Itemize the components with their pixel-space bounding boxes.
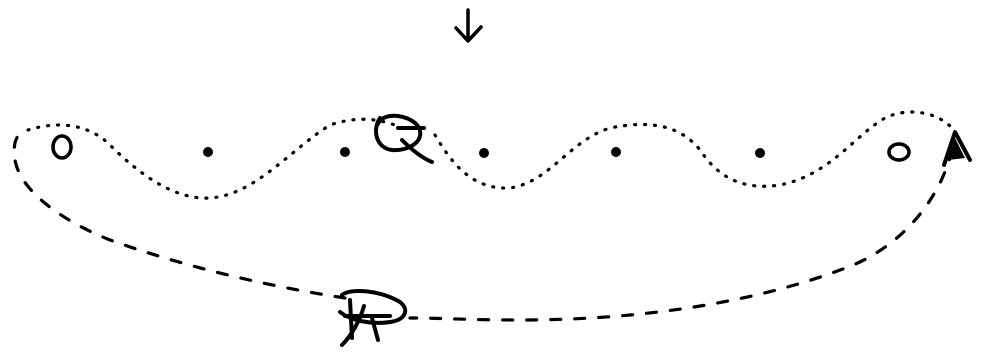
- filled-dot: [755, 148, 765, 158]
- filled-dot: [611, 147, 621, 157]
- filled-dot: [340, 147, 350, 157]
- upper-wavy-path: [28, 112, 952, 198]
- filled-dot: [479, 148, 489, 158]
- filled-dots: [203, 147, 765, 158]
- open-circle-left: [53, 136, 71, 158]
- lower-dashed-path: [14, 130, 952, 320]
- bottom-scribble-icon: [340, 291, 405, 345]
- open-circle-right: [889, 144, 909, 160]
- filled-dot: [203, 147, 213, 157]
- down-arrow-icon: [456, 10, 481, 41]
